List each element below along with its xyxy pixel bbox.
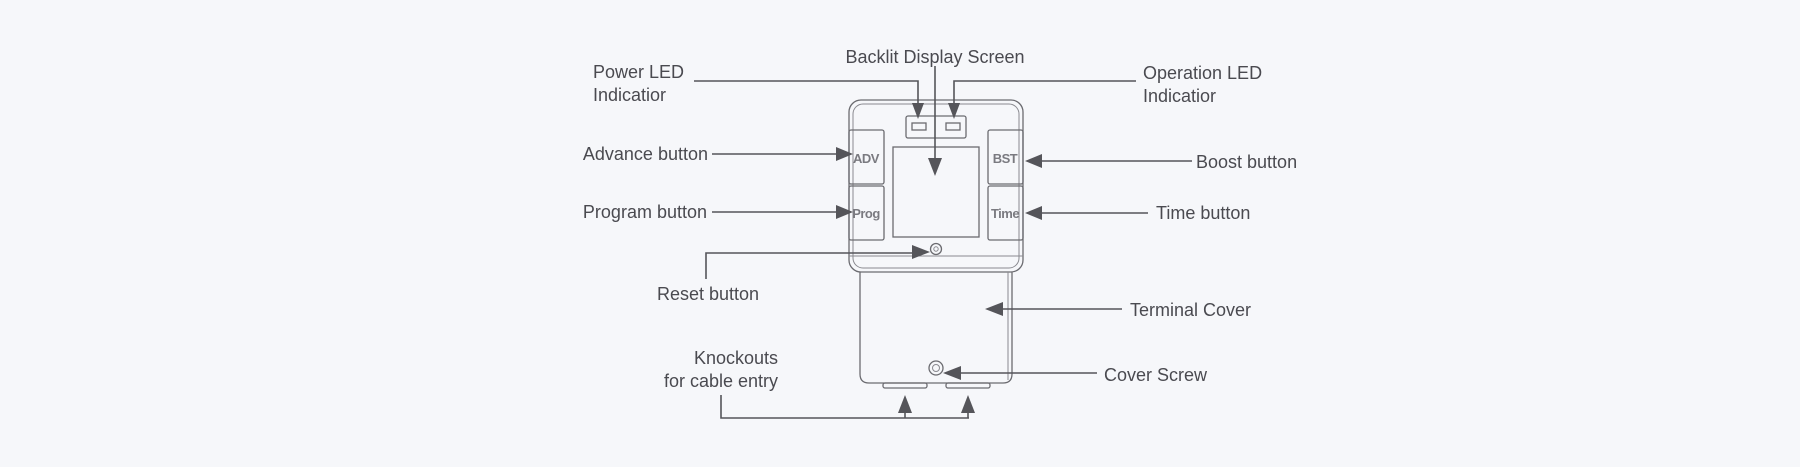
bst-button-label: BST [993,151,1018,166]
arrow-reset [912,245,930,259]
arrow-time [1025,206,1042,220]
label-advance-button: Advance button [583,144,708,164]
control-unit: ADV Prog BST Time [848,99,1024,273]
prog-button[interactable]: Prog [848,185,885,241]
label-boost-button: Boost button [1196,152,1297,172]
led-housing [905,115,967,139]
display-screen [892,146,980,238]
terminal-cover-outline [859,272,1013,384]
arrow-advance [836,147,853,161]
label-terminal-cover: Terminal Cover [1130,300,1251,320]
label-knockouts-line1: Knockouts [694,348,778,368]
label-time-button: Time button [1156,203,1250,223]
arrow-boost [1025,154,1042,168]
operation-led [945,122,961,131]
knockout-left [882,382,928,389]
arrow-program [836,205,853,219]
prog-button-label: Prog [852,206,880,221]
cover-screw[interactable] [928,360,944,376]
label-power-led-line2: Indicatior [593,85,666,105]
control-unit-outer [848,99,1024,273]
time-button-label: Time [991,206,1019,221]
label-power-led-line1: Power LED [593,62,684,82]
arrow-operation-led [948,103,960,119]
arrow-cover-screw [943,366,961,380]
label-knockouts-line2: for cable entry [664,371,778,391]
bst-button[interactable]: BST [987,129,1024,185]
label-reset-button: Reset button [657,284,759,304]
knockout-right [945,382,991,389]
adv-button[interactable]: ADV [848,129,885,185]
label-operation-led-line1: Operation LED [1143,63,1262,83]
arrow-terminal-cover [985,302,1003,316]
power-led [911,122,927,131]
label-cover-screw: Cover Screw [1104,365,1208,385]
label-backlit-display: Backlit Display Screen [845,47,1024,67]
arrow-power-led [912,103,924,119]
terminal-cover [859,272,1013,389]
leader-lines [694,66,1192,419]
arrow-display [928,158,942,176]
reset-button[interactable] [929,242,943,256]
arrow-knockout-right [961,395,975,413]
adv-button-label: ADV [853,151,880,166]
labels: Backlit Display Screen Power LED Indicat… [583,47,1297,391]
label-program-button: Program button [583,202,707,222]
label-operation-led-line2: Indicatior [1143,86,1216,106]
time-button[interactable]: Time [987,185,1024,241]
arrow-knockout-left [898,395,912,413]
